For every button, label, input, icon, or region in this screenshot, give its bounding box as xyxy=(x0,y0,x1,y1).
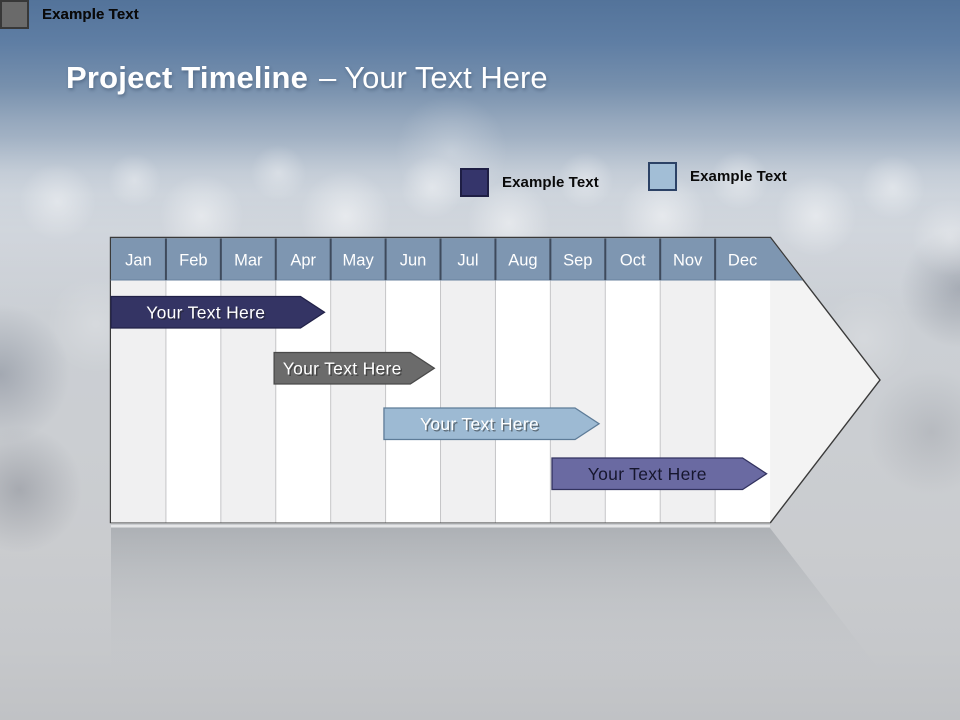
bar-label: Your Text Here xyxy=(146,302,265,322)
legend-label: Example Text xyxy=(42,6,139,23)
month-label: Aug xyxy=(508,252,537,270)
legend-item: Example Text xyxy=(0,0,139,29)
timeline-bar xyxy=(273,351,436,385)
slide-title-regular: – Your Text Here xyxy=(318,60,548,95)
month-label: Jul xyxy=(457,252,478,270)
month-label: Dec xyxy=(728,252,757,270)
month-header-band xyxy=(111,238,803,280)
month-column xyxy=(495,280,551,523)
bar-label-shadow: Your Text Here xyxy=(422,415,541,435)
legend-item: Example Text xyxy=(648,162,787,191)
timeline-bar xyxy=(383,407,601,441)
legend-label: Example Text xyxy=(42,6,139,23)
bar-label: Your Text Here xyxy=(283,358,402,378)
month-label: Jan xyxy=(125,252,152,270)
slide-title-bold: Project Timeline xyxy=(66,60,309,95)
bar-label: Your Text Here xyxy=(588,464,707,484)
legend-swatch xyxy=(648,162,677,191)
month-column xyxy=(330,280,386,523)
legend-label: Example Text xyxy=(502,174,599,191)
legend-swatch xyxy=(460,168,489,197)
month-label: Mar xyxy=(234,252,263,270)
bar-label-shadow: Your Text Here xyxy=(148,304,267,324)
legend-item: Example Text xyxy=(460,168,599,197)
timeline-reflection xyxy=(111,528,878,720)
month-label: Apr xyxy=(290,252,316,270)
bar-label-shadow: Your Text Here xyxy=(284,360,403,380)
legend-swatch xyxy=(0,0,29,29)
month-label: Oct xyxy=(620,252,646,270)
bar-label: Your Text Here xyxy=(420,414,539,434)
month-header-cells: Jan Feb Mar Apr May Jun Jul Aug Sep Oct Nov Dec xyxy=(125,238,757,280)
timeline-bar xyxy=(110,295,326,329)
slide-title: Project Timeline – Your Text Here xyxy=(66,60,548,96)
month-label: Feb xyxy=(179,252,207,270)
month-label: Sep xyxy=(563,252,592,270)
legend-label: Example Text xyxy=(690,168,787,185)
month-label: Jun xyxy=(400,252,427,270)
month-column xyxy=(385,280,441,523)
timeline-bar xyxy=(551,457,768,491)
month-column xyxy=(440,280,496,523)
month-label: Nov xyxy=(673,252,703,270)
month-label: May xyxy=(343,252,375,270)
